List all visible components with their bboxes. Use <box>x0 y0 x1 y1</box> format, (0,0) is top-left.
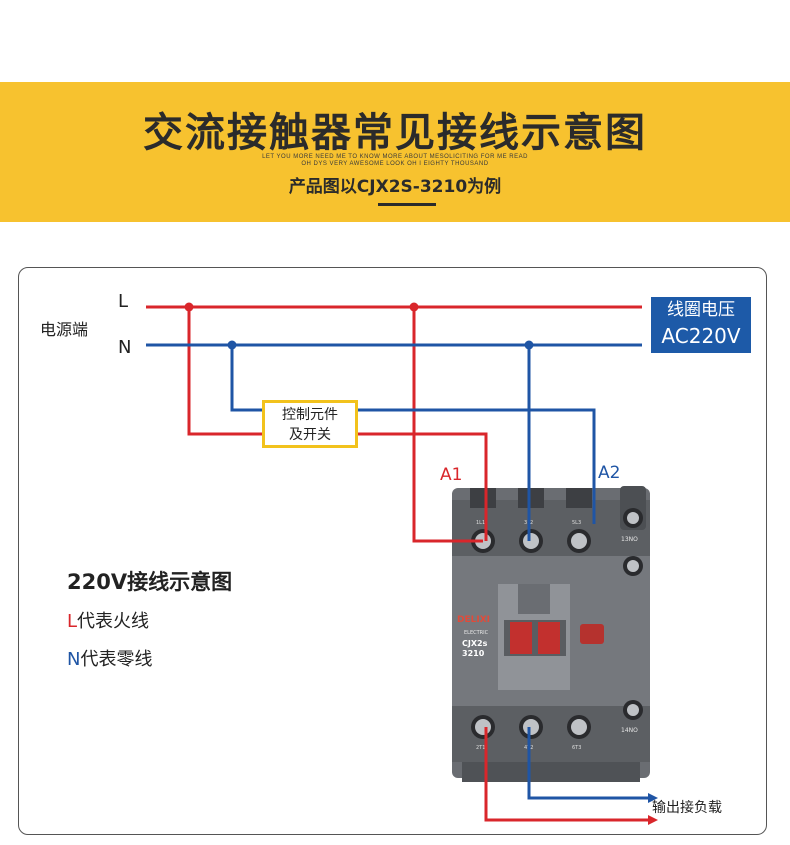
legend-neutral: N代表零线 <box>67 645 152 671</box>
live-node-1 <box>184 302 194 312</box>
live-output-arrow <box>648 815 658 825</box>
coil-voltage-value: AC220V <box>661 324 741 348</box>
neutral-node-1 <box>227 340 237 350</box>
control-switch-box: 控制元件 及开关 <box>262 400 358 448</box>
legend-live-letter: L <box>67 611 78 632</box>
contactor-base <box>462 762 640 782</box>
diagram-panel <box>18 267 767 835</box>
output-label: 输出接负载 <box>652 799 722 816</box>
tagline-1: LET YOU MORE NEED ME TO KNOW MORE ABOUT … <box>262 154 528 160</box>
legend-live-text: 代表火线 <box>77 611 150 632</box>
line-l-label: L <box>118 291 128 312</box>
device-brand-sub: ELECTRIC <box>464 630 489 636</box>
coil-voltage-box: 线圈电压 AC220V <box>651 297 751 353</box>
page-title: 交流接触器常见接线示意图 <box>143 110 647 156</box>
term-bottom-aux: 14NO <box>621 727 638 734</box>
page-subtitle: 产品图以CJX2S-3210为例 <box>288 177 502 197</box>
live-node-2 <box>409 302 419 312</box>
control-label-2: 及开关 <box>289 427 331 443</box>
tagline-2: OH DYS VERY AWESOME LOOK OH I EIGHTY THO… <box>301 161 489 167</box>
legend-title: 220V接线示意图 <box>67 570 233 594</box>
neutral-node-2 <box>524 340 534 350</box>
term-bottom-3: 6T3 <box>572 745 581 751</box>
header-banner <box>0 82 790 222</box>
neutral-output <box>527 727 648 800</box>
actuator-red-left <box>510 622 532 654</box>
legend-live: L代表火线 <box>67 607 149 633</box>
control-label-1: 控制元件 <box>282 407 338 423</box>
device-brand: DELIXI <box>457 615 490 625</box>
actuator-red-right <box>538 622 560 654</box>
line-n-label: N <box>118 337 131 358</box>
term-top-1: 1L1 <box>476 520 485 526</box>
actuator-notch <box>518 584 550 614</box>
top-slot-3 <box>566 488 592 508</box>
top-slot-1 <box>470 488 496 508</box>
legend-neutral-text: 代表零线 <box>80 649 153 670</box>
neutral-to-a2 <box>230 345 596 524</box>
power-source-label: 电源端 <box>40 320 89 339</box>
indicator-window <box>580 624 604 644</box>
subtitle-underline <box>378 203 436 206</box>
contactor-device: DELIXI ELECTRIC CJX2s 3210 1L1 3L2 5L3 1… <box>452 486 650 782</box>
coil-voltage-title: 线圈电压 <box>667 300 735 320</box>
live-output <box>484 727 648 822</box>
top-screws <box>471 508 643 576</box>
term-bottom-1: 2T1 <box>476 745 485 751</box>
terminal-a1-label: A1 <box>440 465 462 485</box>
term-top-aux: 13NO <box>621 536 638 543</box>
term-top-3: 5L3 <box>572 520 581 526</box>
device-model-1: CJX2s <box>462 639 488 648</box>
top-slot-2 <box>518 488 544 508</box>
terminal-a2-label: A2 <box>598 463 620 483</box>
neutral-output-arrow <box>648 793 658 803</box>
bottom-screws <box>471 700 643 739</box>
legend-neutral-letter: N <box>67 649 81 670</box>
live-to-l1 <box>412 307 483 543</box>
device-model-2: 3210 <box>462 649 485 658</box>
